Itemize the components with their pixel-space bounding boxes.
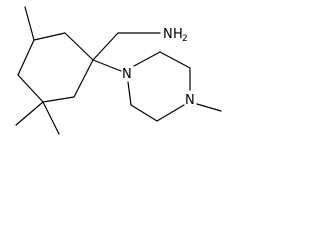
piperazine-ring: N N [92, 51, 222, 122]
piperazine-n4-label: N [185, 93, 195, 108]
chemical-structure-diagram: N H 2 N N [15, 6, 222, 135]
bond-n4-methyl [196, 103, 222, 112]
amine-nitrogen-label: N [163, 27, 173, 42]
piperazine-n1-label: N [122, 67, 132, 82]
aminomethyl-group: N H 2 [92, 27, 188, 61]
bond-c5-methyl-a [15, 101, 44, 126]
bond-c1-n1 [92, 59, 122, 72]
bond-c6-c1 [73, 59, 94, 98]
bond-c1-ch2 [92, 32, 119, 61]
bond-c5-c6 [42, 96, 75, 103]
bond-c4-c5 [17, 74, 44, 103]
bond-c3-c4 [17, 39, 35, 76]
cyclohexane-ring [17, 32, 94, 103]
bond-c6p-n1 [127, 81, 132, 106]
bond-c3-methyl [24, 6, 35, 41]
bond-c1-c2 [64, 32, 94, 61]
methyl-substituents [15, 6, 60, 135]
bond-c5-methyl-b [42, 101, 60, 135]
bond-n4-c5p [156, 104, 185, 122]
bond-c5p-c6p [130, 104, 158, 122]
bond-c2-c3 [33, 32, 66, 41]
bond-n1-c2p [133, 51, 161, 67]
amine-hydrogen-count: 2 [182, 34, 188, 44]
bond-c2p-c3p [159, 51, 191, 69]
amine-hydrogen-label: H [173, 27, 183, 42]
